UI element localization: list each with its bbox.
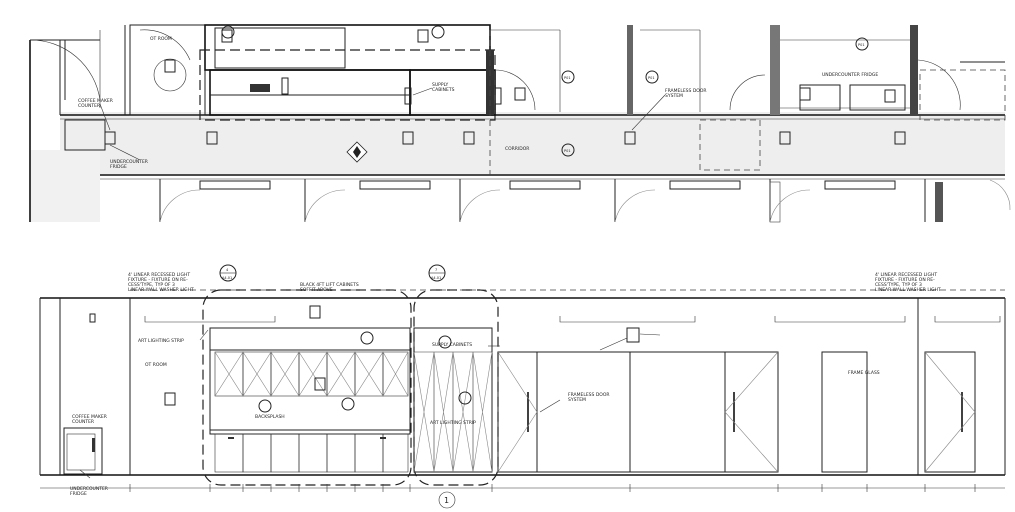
plan-label-corridor: CORRIDOR: [505, 146, 529, 152]
base-cabinet-doors: [214, 433, 409, 473]
frameless-door-system: [497, 351, 779, 473]
svg-text:7: 7: [435, 268, 437, 272]
note-supply-cabinets: SUPPLY CABINETS: [432, 342, 472, 348]
interior-elevation: 4 A4.01 7 A4.01 1 4' LINEAR RECESSED LIG…: [39, 264, 1006, 509]
floor-plan: P01 P01 P01 P01 OT ROOM COFFEE MAKERCOUN…: [29, 24, 1011, 223]
door-tag-3: P01: [564, 149, 571, 153]
upper-cabinet-doors: [214, 351, 409, 397]
section-tag-left: 4 A4.01: [219, 264, 237, 282]
door-tag-4: P01: [858, 43, 865, 47]
door-tag-2: P01: [648, 76, 655, 80]
section-tag-mid: 7 A4.01: [428, 264, 446, 282]
plan-detail-tags: [104, 29, 906, 145]
lower-room-partitions: [159, 179, 1011, 223]
svg-text:A4.01: A4.01: [222, 276, 232, 280]
drawing-number-circle: 1: [438, 491, 456, 509]
dimension-string: [40, 484, 1005, 492]
svg-text:1: 1: [444, 496, 449, 505]
note-ot-room: OT ROOM: [145, 362, 167, 368]
plan-label-ot-room: OT ROOM: [150, 36, 172, 42]
plan-label-undercounter-fridge-right: UNDERCOUNTER FRIDGE: [822, 72, 878, 78]
corridor-floor-hatch: [60, 112, 1005, 174]
svg-text:4: 4: [226, 268, 229, 272]
elevation-marker: [346, 141, 368, 163]
door-tag-1: P01: [564, 76, 571, 80]
svg-text:A4.01: A4.01: [431, 276, 441, 280]
note-art-lighting-right: ART LIGHTING STRIP: [430, 420, 476, 426]
left-room-hatch: [30, 150, 100, 222]
note-frame-glass: FRAME GLASS: [848, 370, 880, 376]
note-art-lighting-left: ART LIGHTING STRIP: [138, 338, 184, 344]
recessed-light-fixtures: [89, 313, 1001, 323]
door-tags: P01 P01 P01 P01: [221, 25, 869, 157]
note-backsplash: BACKSPLASH: [255, 414, 285, 420]
